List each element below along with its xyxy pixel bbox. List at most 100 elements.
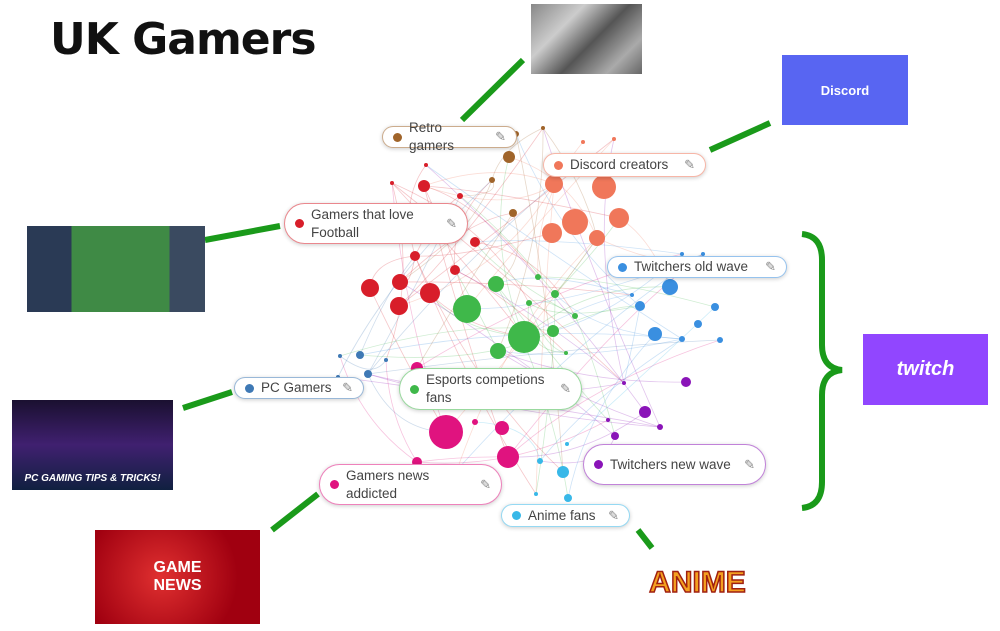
game-news-image: GAME NEWS — [95, 530, 260, 624]
edit-pencil-icon[interactable]: ✎ — [608, 507, 619, 523]
graph-node-twitchers-old-wave — [701, 252, 705, 256]
graph-node-twitchers-old-wave — [662, 279, 678, 295]
graph-node-esports-fans — [535, 274, 541, 280]
graph-edge — [423, 185, 468, 310]
segment-color-dot — [554, 160, 563, 170]
segment-color-dot — [330, 480, 339, 489]
graph-edge — [515, 133, 564, 473]
graph-edge — [385, 359, 418, 463]
graph-node-twitchers-old-wave — [679, 336, 685, 342]
edit-pencil-icon[interactable]: ✎ — [446, 215, 457, 231]
graph-node-discord-creators — [592, 175, 616, 199]
edit-pencil-icon[interactable]: ✎ — [342, 380, 353, 395]
connector-retro — [459, 57, 526, 123]
connector-anime — [635, 528, 655, 550]
graph-edge — [423, 185, 620, 219]
graph-edge — [537, 276, 716, 308]
segment-name: Retro gamers — [409, 120, 455, 153]
edit-pencil-icon[interactable]: ✎ — [744, 456, 755, 472]
graph-node-football-gamers — [390, 297, 408, 315]
graph-node-twitchers-old-wave — [630, 293, 634, 297]
graph-edge — [554, 293, 683, 340]
graph-node-twitchers-new-wave — [606, 418, 610, 422]
pc-gaming-image: PC GAMING TIPS & TRICKS! — [12, 400, 173, 490]
segment-label-twitchers-old-wave[interactable]: Twitchers old wave✎ — [607, 256, 787, 278]
graph-node-football-gamers — [390, 181, 394, 185]
segment-name: Anime fans — [528, 507, 596, 523]
graph-node-retro-gamers — [489, 177, 495, 183]
graph-node-anime-fans — [564, 494, 572, 502]
graph-node-retro-gamers — [509, 209, 517, 217]
graph-edge — [567, 333, 656, 499]
graph-edge — [497, 127, 544, 352]
segment-label-football-gamers[interactable]: Gamers that love Football✎ — [284, 203, 468, 244]
graph-edge — [474, 240, 683, 255]
graph-node-retro-gamers — [541, 126, 545, 130]
graph-edge — [425, 164, 646, 413]
edit-pencil-icon[interactable]: ✎ — [495, 129, 506, 144]
graph-node-gamers-news-addicted — [497, 446, 519, 468]
graph-node-esports-fans — [453, 295, 481, 323]
twitch-brace — [801, 231, 843, 511]
graph-edge — [416, 212, 514, 369]
graph-edge — [523, 294, 633, 338]
segment-name: Gamers news addicted — [346, 467, 430, 501]
graph-edge — [367, 183, 555, 375]
graph-edge — [423, 172, 555, 187]
graph-edge — [497, 350, 687, 383]
segment-color-dot — [618, 262, 627, 272]
segment-label-retro-gamers[interactable]: Retro gamers ✎ — [382, 120, 517, 153]
page-title: UK Gamers — [50, 14, 317, 65]
graph-edge — [497, 338, 683, 355]
connector-news — [270, 491, 320, 533]
segment-color-dot — [512, 511, 521, 520]
graph-edge — [454, 269, 567, 354]
discord-logo-image: Discord — [782, 55, 908, 125]
graph-edge — [495, 283, 609, 421]
graph-edge — [542, 127, 598, 239]
segment-label-pc-gamers[interactable]: PC Gamers✎ — [234, 377, 364, 399]
graph-edge — [552, 305, 641, 332]
graph-node-anime-fans — [537, 458, 543, 464]
segment-label-twitchers-new-wave[interactable]: Twitchers new wave✎ — [583, 444, 766, 485]
segment-label-gamers-news-addicted[interactable]: Gamers news addicted ✎ — [319, 464, 502, 505]
graph-edge — [495, 277, 633, 296]
graph-node-twitchers-new-wave — [681, 377, 691, 387]
graph-node-twitchers-old-wave — [717, 337, 723, 343]
segment-label-anime-fans[interactable]: Anime fans ✎ — [501, 504, 630, 527]
segment-color-dot — [295, 219, 304, 228]
graph-node-anime-fans — [565, 442, 569, 446]
segment-color-dot — [393, 132, 402, 142]
edit-pencil-icon[interactable]: ✎ — [560, 381, 571, 396]
graph-node-football-gamers — [470, 237, 480, 247]
graph-node-football-gamers — [361, 279, 379, 297]
graph-node-pc-gamers — [338, 354, 342, 358]
graph-node-anime-fans — [534, 492, 538, 496]
segment-label-discord-creators[interactable]: Discord creators✎ — [543, 153, 706, 177]
graph-node-gamers-news-addicted — [429, 415, 463, 449]
graph-edge — [474, 421, 541, 462]
edit-pencil-icon[interactable]: ✎ — [480, 476, 491, 492]
graph-node-football-gamers — [420, 283, 440, 303]
graph-node-esports-fans — [551, 290, 559, 298]
graph-edge — [539, 338, 683, 462]
graph-edge — [391, 182, 530, 304]
graph-edge — [459, 195, 556, 295]
edit-pencil-icon[interactable]: ✎ — [684, 157, 695, 172]
segment-color-dot — [410, 384, 419, 394]
graph-edge — [414, 232, 553, 257]
graph-node-discord-creators — [581, 140, 585, 144]
connector-lines — [182, 57, 843, 550]
graph-node-twitchers-old-wave — [711, 303, 719, 311]
graph-node-pc-gamers — [384, 358, 388, 362]
graph-node-esports-fans — [526, 300, 532, 306]
anime-logo-image: ANIME — [648, 565, 746, 600]
graph-node-twitchers-new-wave — [622, 381, 626, 385]
graph-edge — [500, 156, 525, 338]
graph-edge — [423, 183, 555, 201]
edit-pencil-icon[interactable]: ✎ — [765, 259, 776, 274]
segment-label-esports-fans[interactable]: Esports competions fans✎ — [399, 368, 582, 410]
graph-edge — [423, 185, 539, 278]
graph-node-esports-fans — [490, 343, 506, 359]
graph-node-pc-gamers — [356, 351, 364, 359]
